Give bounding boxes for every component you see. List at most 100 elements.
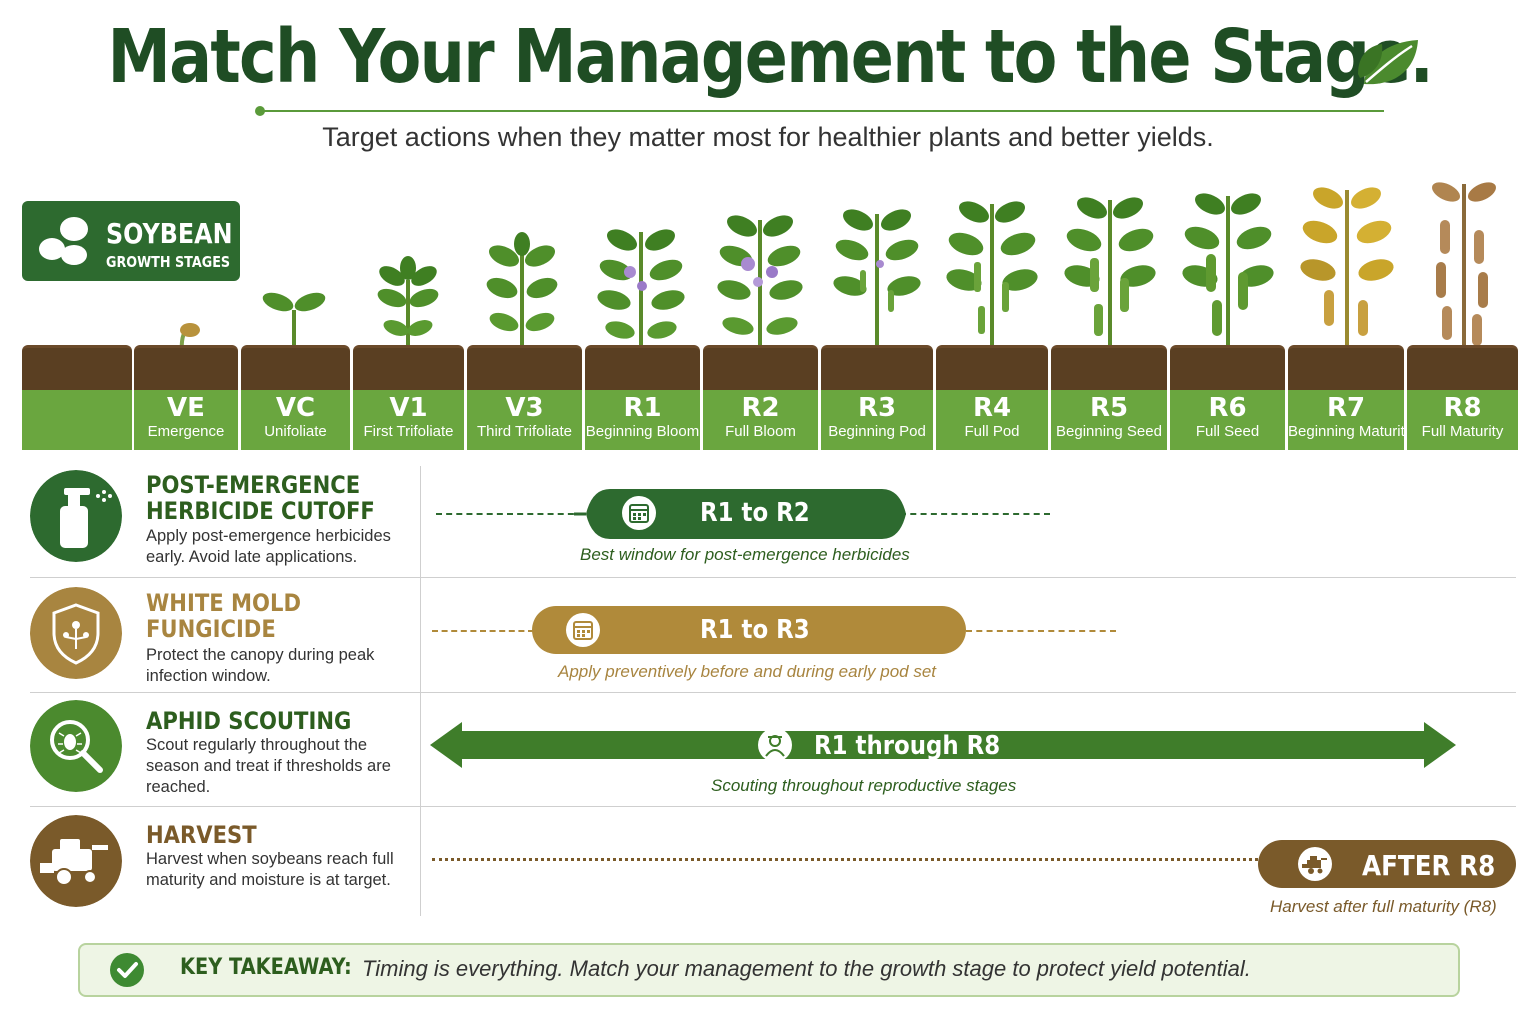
soil-segment [1407,345,1518,390]
fungicide-window-bar [532,606,966,654]
stage-name: Unifoliate [264,423,327,440]
soil-segment [353,345,464,390]
stage-code: R6 [1208,393,1247,423]
stage-code: R3 [857,393,897,423]
checkmark-icon [110,953,144,987]
row-divider [30,806,1516,807]
harvest-description: Harvest when soybeans reach full maturit… [146,850,394,889]
harvest-window-label: AFTER R8 [1362,849,1496,882]
key-takeaway-label: KEY TAKEAWAY: [180,955,352,980]
soil-segment [22,345,132,390]
timeline-dash [436,513,584,515]
stage-name: Emergence [147,423,225,440]
stage-name: Beginning Bloom [585,423,700,440]
fungicide-window-label: R1 to R3 [700,615,810,645]
herbicide-title-line2: HERBICIDE CUTOFF [146,497,375,525]
fungicide-title-line1: WHITE MOLD [146,589,301,617]
magnifier-bug-icon [30,700,122,792]
plant-r2-illustration [717,215,803,387]
soil-segment [1051,345,1167,390]
plant-r8-illustration [1431,182,1497,387]
soil-segment [1288,345,1404,390]
row-divider [30,692,1516,693]
timeline-dash [966,630,1116,632]
soil-segment [1170,345,1285,390]
row-divider [30,577,1516,578]
growth-stage-illustrations [68,182,1497,387]
harvest-caption: Harvest after full maturity (R8) [1270,897,1497,916]
sprayer-icon [30,470,122,562]
stage-code: R1 [623,393,662,423]
stage-name: First Trifoliate [363,423,454,440]
key-takeaway-box: KEY TAKEAWAY: Timing is everything. Matc… [78,943,1460,997]
stage-name: Full Bloom [725,423,796,440]
stage-code: VE [167,393,205,423]
page-title: Match Your Management to the Stage. [107,14,1434,100]
soil-segment [467,345,582,390]
fungicide-caption: Apply preventively before and during ear… [558,662,937,681]
page-subtitle: Target actions when they matter most for… [322,122,1214,152]
stage-code: R7 [1326,393,1366,423]
soil-segment [241,345,350,390]
calendar-icon [566,613,600,647]
aphid-caption: Scouting throughout reproductive stages [711,776,1017,795]
stage-name: Full Maturity [1421,423,1504,440]
leaf-icon [1358,40,1418,85]
combine-icon [1298,847,1332,881]
plant-r7-illustration [1300,187,1394,387]
timeline-dash [432,630,534,632]
column-divider [420,466,421,916]
soybean-icon [39,217,88,265]
stage-code: V1 [389,393,428,423]
badge-subtitle: GROWTH STAGES [106,253,231,271]
stage-name: Third Trifoliate [476,423,573,440]
soil-segment [703,345,818,390]
fungicide-description: Protect the canopy during peak infection… [146,646,375,685]
combine-icon [30,815,122,907]
fungicide-title-line2: FUNGICIDE [146,615,276,643]
shield-icon [30,587,122,679]
stage-code: R5 [1089,393,1129,423]
title-divider [260,110,1384,112]
aphid-description: Scout regularly throughout the season an… [146,736,391,796]
herbicide-title-line1: POST-EMERGENCE [146,471,361,499]
plant-v3-illustration [486,232,558,387]
plant-r4-illustration [946,201,1038,387]
soybean-growth-stages-badge: SOYBEAN GROWTH STAGES [22,201,240,281]
herbicide-window-label: R1 to R2 [700,498,810,528]
stage-name: Beginning Pod [828,423,926,440]
herbicide-description: Apply post-emergence herbicides early. A… [146,527,391,566]
soil-segment [936,345,1048,390]
scout-person-icon [758,728,792,762]
stage-code: R2 [741,393,780,423]
soil-segment [821,345,933,390]
aphid-window-label: R1 through R8 [814,731,1001,761]
stage-code: R4 [972,393,1012,423]
timeline-dash [900,513,1050,515]
stage-code: R8 [1443,393,1482,423]
calendar-icon [622,496,656,530]
aphid-window-arrow [430,722,1456,768]
soil-segment [585,345,700,390]
plant-r6-illustration [1182,193,1274,387]
timeline-dash [432,858,1258,861]
stage-name: Full Pod [964,423,1020,440]
stage-cell-seed [22,390,132,450]
plant-r5-illustration [1064,197,1156,387]
key-takeaway-text: Timing is everything. Match your managem… [362,956,1251,981]
stage-name: Full Seed [1195,423,1260,440]
herbicide-window-bar [574,489,906,539]
stage-name: Beginning Maturity [1288,423,1413,440]
plant-r3-illustration [833,209,921,387]
